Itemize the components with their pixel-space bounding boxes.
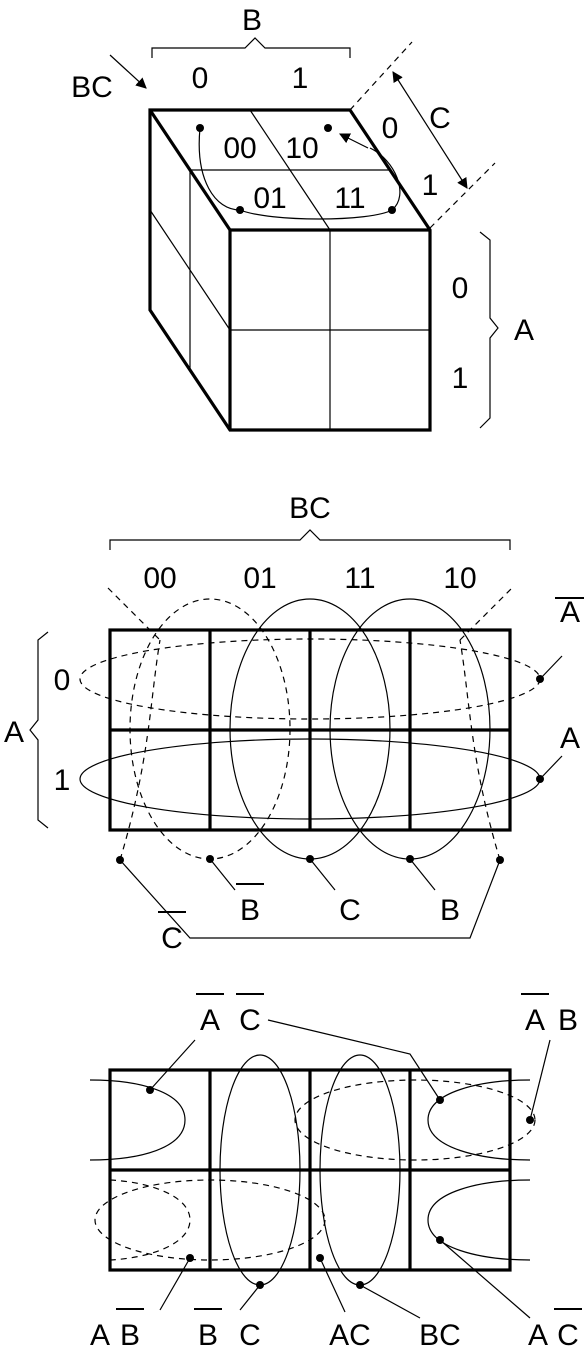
label-bc: BC (419, 1319, 461, 1350)
group-a-bbar-left (109, 1179, 191, 1261)
a-value-0: 0 (452, 272, 469, 305)
groups-grid (108, 1068, 512, 1272)
a-brace (479, 231, 499, 429)
map-col-00: 00 (143, 562, 176, 595)
label-c-bar: C (161, 922, 183, 955)
label-b: B (440, 894, 460, 927)
node-00 (196, 124, 204, 132)
cube-outline (148, 108, 432, 432)
leader-abar-left (149, 1039, 196, 1091)
c-value-0: 0 (382, 112, 399, 145)
group-abar-cbar-right (427, 1079, 531, 1161)
leader-b (409, 858, 436, 891)
map-col-10: 10 (443, 562, 476, 595)
c-arrow (392, 71, 468, 189)
kmap-diagram: BC 00 01 11 10 A 0 1 A (4, 492, 584, 955)
group-abar-cbar-left (89, 1079, 186, 1161)
code-00: 00 (223, 132, 256, 165)
label-cbar: C (239, 1004, 261, 1037)
label-abar-b-b: B (558, 1004, 578, 1037)
map-row-0: 0 (54, 664, 71, 697)
cube-diagram: B 0 1 BC C 0 1 00 10 01 (71, 4, 534, 432)
leader-a (539, 755, 563, 780)
label-bbar-c-c: C (239, 1319, 261, 1350)
code-11: 11 (334, 182, 365, 215)
bc-arrow (109, 54, 147, 89)
label-a: A (560, 722, 580, 755)
a-label: A (514, 314, 534, 347)
group-c-bar-right (459, 639, 501, 861)
gray-code-arrow (339, 133, 369, 149)
code-01: 01 (253, 182, 286, 215)
product-groups-diagram: A C A B A B B C AC BC A C (89, 993, 582, 1350)
label-abar: A (200, 1004, 220, 1037)
label-a-cbar-a: A (528, 1319, 548, 1350)
leader-cbar-right (267, 1019, 441, 1101)
label-a-cbar-c: C (557, 1319, 579, 1350)
label-abar-b-a: A (525, 1004, 545, 1037)
bc-label: BC (71, 71, 113, 104)
map-bc-label: BC (289, 492, 331, 525)
leader-b-bar (209, 858, 236, 891)
c-extension-top (349, 41, 413, 111)
map-bc-brace (109, 529, 511, 550)
c-extension-bottom (429, 162, 496, 229)
leader-a-bbar (159, 1257, 191, 1311)
map-col-11: 11 (344, 562, 375, 595)
leader-ac (319, 1257, 346, 1313)
group-a-bbar (94, 1179, 326, 1261)
c-value-1: 1 (422, 169, 439, 202)
label-a-bbar-a: A (90, 1319, 110, 1350)
cube-grid-lines (149, 109, 430, 430)
group-abar-b (294, 1079, 536, 1161)
b-brace (151, 37, 351, 58)
c-label: C (429, 102, 451, 135)
label-c: C (339, 894, 361, 927)
c-bar-dash-right (459, 587, 513, 641)
label-bbar-c-b: B (198, 1319, 218, 1350)
node-11 (388, 206, 396, 214)
leader-abar-b (529, 1039, 551, 1121)
b-value-1: 1 (292, 62, 309, 95)
map-row-1: 1 (54, 764, 71, 797)
b-value-0: 0 (192, 62, 209, 95)
code-10: 10 (285, 132, 318, 165)
label-a-bar: A (560, 596, 580, 629)
leader-a-bar (539, 655, 563, 680)
leader-a-cbar (439, 1239, 531, 1319)
c-bar-dash-left (107, 587, 161, 641)
node-10 (324, 124, 332, 132)
leader-bbar-c (239, 1284, 261, 1311)
label-ac: AC (329, 1319, 371, 1350)
group-a-cbar-right (427, 1179, 531, 1261)
label-a-bbar-b: B (120, 1319, 140, 1350)
leader-c (309, 858, 336, 891)
label-b-bar: B (240, 894, 260, 927)
a-value-1: 1 (452, 362, 469, 395)
map-grid (108, 628, 512, 832)
leader-c-bar (119, 859, 501, 939)
map-a-brace (29, 631, 49, 829)
map-col-01: 01 (243, 562, 276, 595)
map-a-label: A (4, 716, 24, 749)
leader-bc (359, 1284, 421, 1319)
node-01 (236, 206, 244, 214)
group-c-bar-left (119, 639, 161, 861)
b-label: B (242, 4, 262, 37)
